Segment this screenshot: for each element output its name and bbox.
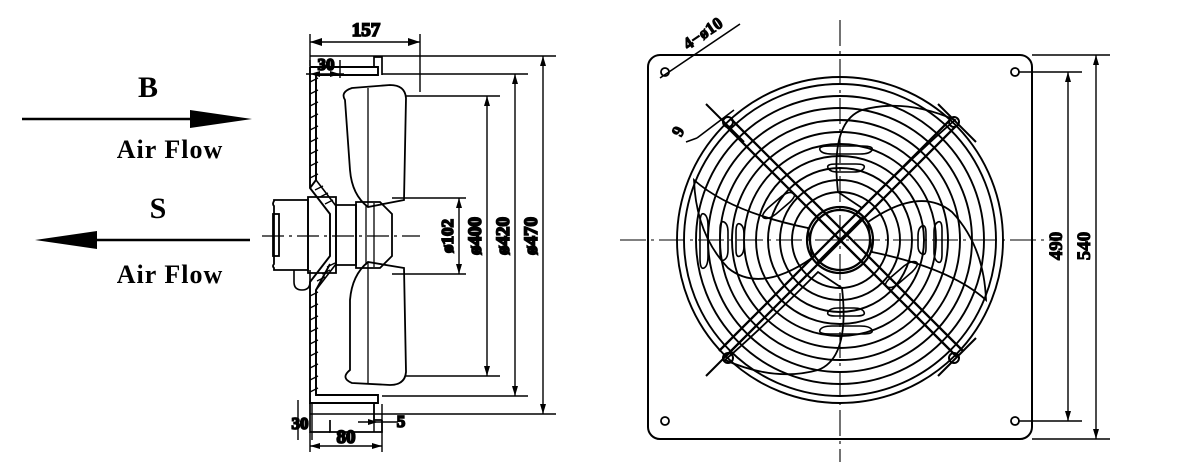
dim-label-impeller-400: ø400 [465, 217, 486, 255]
dim-flange-top-30 [306, 60, 344, 78]
airflow-b-letter: B [138, 71, 158, 104]
section-hatch-bottom [309, 262, 336, 393]
impeller-blades-front [693, 104, 987, 376]
fan-grille-rings [676, 76, 1004, 404]
airflow-s-letter: S [150, 192, 167, 225]
dim-label-thickness-5: 5 [397, 412, 406, 431]
dim-housing-420 [382, 73, 528, 397]
dim-flange-bottom-30 [297, 400, 313, 440]
dim-hub-102 [392, 197, 466, 275]
front-mounting-plate [647, 54, 1033, 440]
airflow-b-caption: Air Flow [117, 135, 223, 164]
dim-label-housing-420: ø420 [493, 217, 514, 255]
grille-slots [699, 145, 943, 335]
dim-depth-157 [309, 34, 421, 92]
airflow-s-caption: Air Flow [117, 260, 223, 289]
grille-spoke-endcaps [705, 103, 977, 377]
dim-label-flange-bottom-30: 30 [292, 414, 309, 433]
callout-wire-gauge [685, 109, 735, 143]
mounting-hole-bottom-left [660, 416, 670, 426]
airflow-b-arrow-head [190, 110, 252, 128]
callout-mounting-holes [659, 23, 741, 79]
dim-label-540: 540 [1074, 232, 1095, 261]
impeller-blades [342, 84, 407, 386]
mounting-holes [660, 67, 1020, 426]
dim-label-157: 157 [352, 20, 381, 41]
dim-label-outer-470: ø470 [521, 217, 542, 255]
fan-hub [805, 205, 875, 275]
dim-plate-size-540 [1032, 54, 1110, 440]
dim-label-base-80: 80 [337, 427, 356, 448]
airflow-annotation-s: S Air Flow [35, 192, 250, 289]
side-section-view: 157 30 ø102 ø400 [262, 19, 556, 452]
dim-base-80 [309, 432, 383, 452]
airflow-annotation-b: B Air Flow [22, 71, 252, 164]
motor-assembly [272, 196, 393, 291]
dim-label-flange-top-30: 30 [318, 55, 335, 74]
front-view: 4−ø10 9 490 540 [620, 13, 1110, 462]
airflow-s-arrow-head [35, 231, 97, 249]
dim-label-490: 490 [1046, 232, 1067, 261]
dim-hole-pitch-490 [1018, 71, 1082, 422]
section-hatch-top [309, 77, 334, 205]
dim-impeller-400 [406, 95, 500, 377]
dim-label-hub-102: ø102 [438, 219, 457, 253]
dim-outer-470 [310, 55, 556, 415]
dim-thickness-5 [358, 404, 398, 432]
